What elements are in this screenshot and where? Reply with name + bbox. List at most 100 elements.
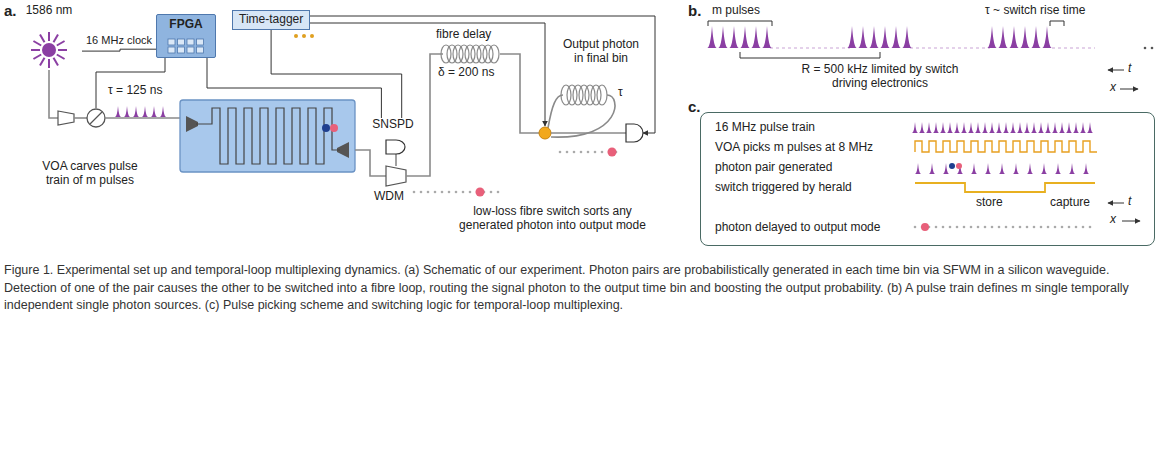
bin-dot — [914, 226, 917, 229]
pulse — [998, 26, 1008, 48]
laser-ray — [57, 41, 65, 46]
tagger-port — [294, 34, 298, 38]
bin-dot — [1061, 226, 1064, 229]
bin-dot — [455, 191, 458, 194]
bin-dot — [1089, 226, 1092, 229]
annotation: fibre delay — [436, 28, 491, 42]
pulse — [762, 26, 772, 48]
pulse — [1045, 122, 1051, 133]
row-label: 16 MHz pulse train — [715, 121, 815, 135]
bin-dot — [601, 151, 604, 154]
bin-dot — [441, 191, 444, 194]
pulse — [1069, 163, 1075, 174]
laser-rays — [31, 32, 67, 68]
bracket — [1050, 21, 1064, 26]
fibre — [355, 150, 386, 176]
pulse — [943, 163, 949, 174]
pulse — [989, 122, 995, 133]
component-box: 1586 nm — [16, 4, 82, 80]
pulse — [985, 163, 991, 174]
coil-turn — [489, 45, 499, 63]
pulse — [926, 122, 932, 133]
space-arrow — [1120, 89, 1138, 90]
bin-dot — [427, 191, 430, 194]
bin-dot — [573, 151, 576, 154]
pulse — [1038, 122, 1044, 133]
laser-ray — [33, 41, 41, 46]
laser-ray — [48, 59, 50, 68]
pulse — [999, 163, 1005, 174]
pulse — [987, 26, 997, 48]
annotation: R = 500 kHz limited by switch driving el… — [800, 63, 960, 91]
component-box: Time-tagger — [232, 10, 310, 30]
pulse — [1010, 122, 1016, 133]
annotation: WDM — [374, 190, 404, 204]
pulse — [1041, 163, 1047, 174]
pulse — [124, 106, 130, 117]
row-label: photon pair generated — [715, 161, 832, 175]
pulse — [1003, 122, 1009, 133]
coil-turn — [591, 85, 601, 105]
laser-ray — [31, 49, 40, 51]
photon-dots — [413, 191, 500, 194]
bin-dot — [462, 191, 465, 194]
pulse — [1031, 122, 1037, 133]
fibre — [406, 54, 443, 176]
annotation: τ ~ switch rise time — [985, 4, 1085, 18]
coil-turn — [471, 45, 481, 63]
time-arrow — [1108, 70, 1124, 71]
coil-turn — [567, 85, 577, 105]
pulse — [1080, 122, 1086, 133]
annotation: x — [1110, 213, 1116, 227]
bin-dot — [970, 226, 973, 229]
pulse — [847, 26, 857, 48]
fibre — [105, 117, 180, 119]
laser-ray — [33, 55, 41, 60]
pulse — [151, 106, 157, 117]
pulse — [1017, 122, 1023, 133]
bin-dot — [559, 151, 562, 154]
laser-ray — [48, 32, 50, 41]
wdm — [386, 166, 406, 186]
pulse — [133, 106, 139, 117]
bin-dot — [594, 151, 597, 154]
pulse — [1052, 122, 1058, 133]
fpga-cell — [178, 39, 185, 45]
bin-dot — [1026, 226, 1029, 229]
photon — [476, 188, 485, 197]
component-label: 1586 nm — [16, 4, 82, 18]
pulse — [1020, 26, 1030, 48]
fpga-cell — [168, 47, 175, 53]
bracket — [740, 52, 880, 58]
timing-panel: 16 MHz pulse trainVOA picks m pulses at … — [700, 112, 1155, 246]
pulse — [891, 26, 901, 48]
dot — [1151, 47, 1154, 50]
pulse — [1024, 122, 1030, 133]
bin-dot — [1068, 226, 1071, 229]
bin-dot — [448, 191, 451, 194]
pulse — [880, 26, 890, 48]
annotation: τ — [618, 86, 623, 100]
snspd-detector — [386, 140, 405, 154]
bin-dot — [1047, 226, 1050, 229]
pulse — [919, 122, 925, 133]
pulse-train — [115, 106, 166, 117]
output-photon — [921, 223, 929, 231]
pulse — [902, 26, 912, 48]
voa-slash — [90, 112, 102, 124]
annotation: capture — [1050, 196, 1090, 210]
annotation: VOA carves pulse train of m pulses — [30, 160, 150, 188]
wire-label: 16 MHz clock — [84, 34, 154, 47]
signal-wire — [207, 58, 381, 118]
bin-dot — [1054, 226, 1057, 229]
loop-coil — [561, 85, 607, 105]
pulse — [968, 122, 974, 133]
pulse — [1066, 122, 1072, 133]
coil-turn — [585, 85, 595, 105]
bin-dot — [949, 226, 952, 229]
output-photon — [608, 148, 617, 157]
pulse — [982, 122, 988, 133]
tagger-port — [302, 34, 306, 38]
bin-dot — [1019, 226, 1022, 229]
annotation: low-loss fibre switch sorts any generate… — [445, 205, 660, 233]
